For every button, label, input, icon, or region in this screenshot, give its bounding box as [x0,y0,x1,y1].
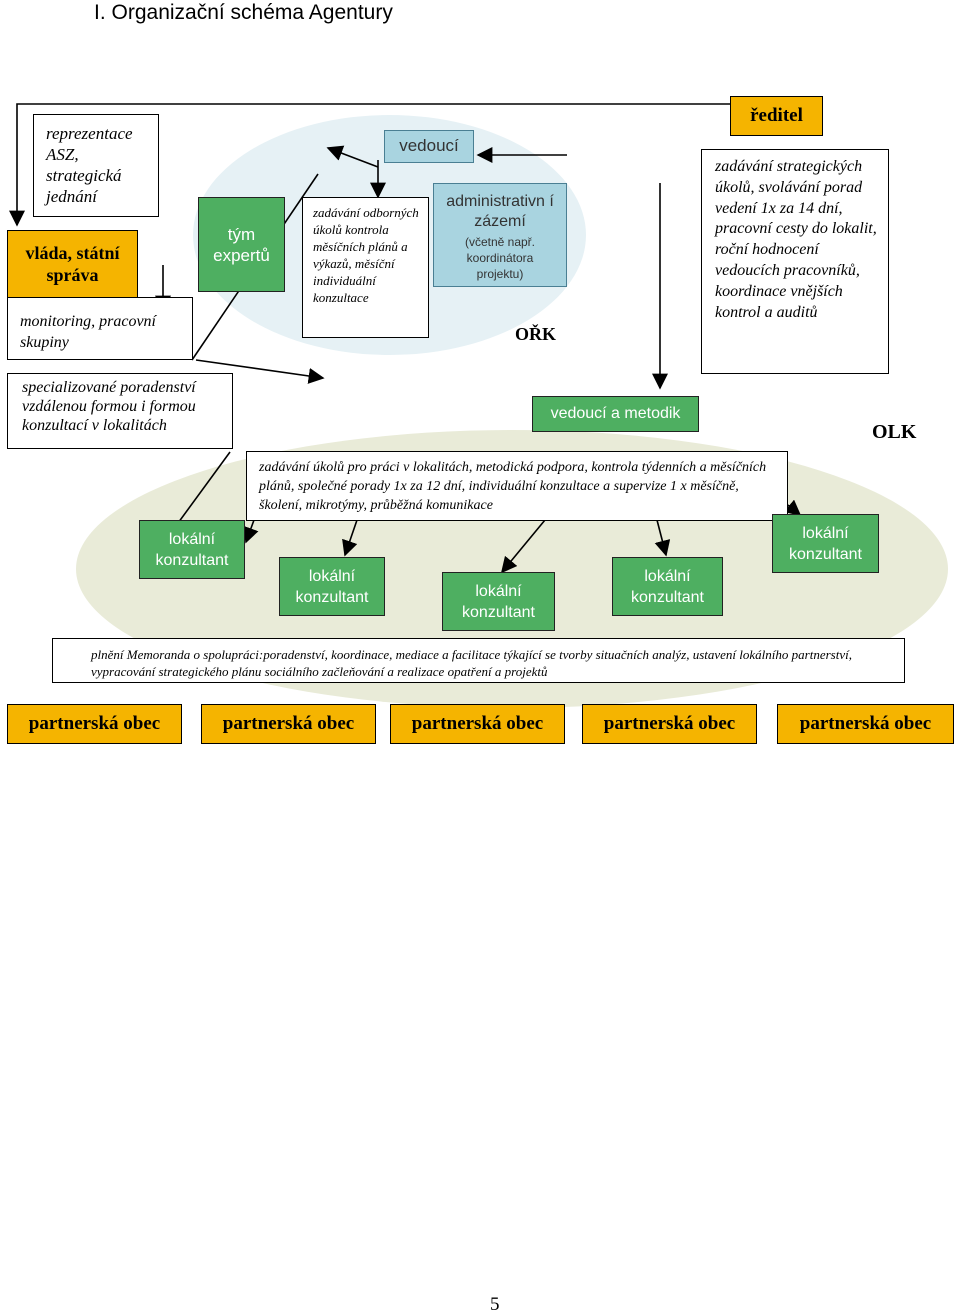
memorandum-box: plnění Memoranda o spolupráci:poradenstv… [52,638,905,683]
head-box: vedoucí [384,130,474,163]
page-title: I. Organizační schéma Agentury [94,1,393,24]
municipality-5: partnerská obec [777,704,954,744]
municipality-4: partnerská obec [582,704,757,744]
representation-box: reprezentace ASZ, strategická jednání [33,114,159,217]
municipality-label: partnerská obec [799,713,932,734]
director-box: ředitel [730,96,823,136]
head-text: vedoucí [399,136,459,155]
consultant-1: lokální konzultant [139,520,245,579]
representation-text: reprezentace ASZ, strategická jednání [46,124,133,206]
monitoring-text: monitoring, pracovní skupiny [20,313,156,351]
director-tasks-text: zadávání strategických úkolů, svolávání … [715,158,877,321]
olk-head-box: vedoucí a metodik [532,396,699,432]
admin-title: administrativn í zázemí [446,193,554,230]
olk-tasks-box: zadávání úkolů pro práci v lokalitách, m… [246,451,788,521]
olk-head-text: vedoucí a metodik [550,405,681,422]
government-text: vláda, státní správa [25,243,120,285]
memorandum-text: plnění Memoranda o spolupráci:poradenstv… [91,647,852,679]
tasks-text: zadávání odborných úkolů kontrola měsíčn… [313,205,419,305]
page-number: 5 [490,1294,500,1315]
consultant-5: lokální konzultant [772,514,879,573]
expert-team-box: tým expertů [198,197,285,292]
tasks-box: zadávání odborných úkolů kontrola měsíčn… [302,197,429,338]
municipality-label: partnerská obec [411,713,544,734]
admin-subtitle: (včetně např. koordinátora projektu) [464,235,536,281]
municipality-1: partnerská obec [7,704,182,744]
olk-label: OLK [872,421,917,443]
admin-box: administrativn í zázemí (včetně např. ko… [433,183,567,287]
municipality-label: partnerská obec [603,713,736,734]
consultant-3: lokální konzultant [442,572,555,631]
government-box: vláda, státní správa [7,230,138,298]
specialized-text: specializované poradenství vzdálenou for… [22,379,196,434]
consultant-label: lokální konzultant [631,567,704,606]
consultant-label: lokální konzultant [462,582,535,621]
ork-label: OŘK [515,324,557,344]
consultant-label: lokální konzultant [155,530,229,569]
consultant-label: lokální konzultant [295,567,369,606]
municipality-3: partnerská obec [390,704,565,744]
consultant-label: lokální konzultant [789,524,862,563]
director-text: ředitel [750,105,803,126]
consultant-2: lokální konzultant [279,557,385,616]
consultant-4: lokální konzultant [612,557,723,616]
monitoring-box: monitoring, pracovní skupiny [7,297,193,360]
expert-team-text: tým expertů [213,224,270,265]
director-tasks-box: zadávání strategických úkolů, svolávání … [701,149,889,374]
specialized-box: specializované poradenství vzdálenou for… [7,373,233,449]
municipality-label: partnerská obec [28,713,161,734]
olk-tasks-text: zadávání úkolů pro práci v lokalitách, m… [259,460,767,513]
municipality-2: partnerská obec [201,704,376,744]
municipality-label: partnerská obec [222,713,355,734]
